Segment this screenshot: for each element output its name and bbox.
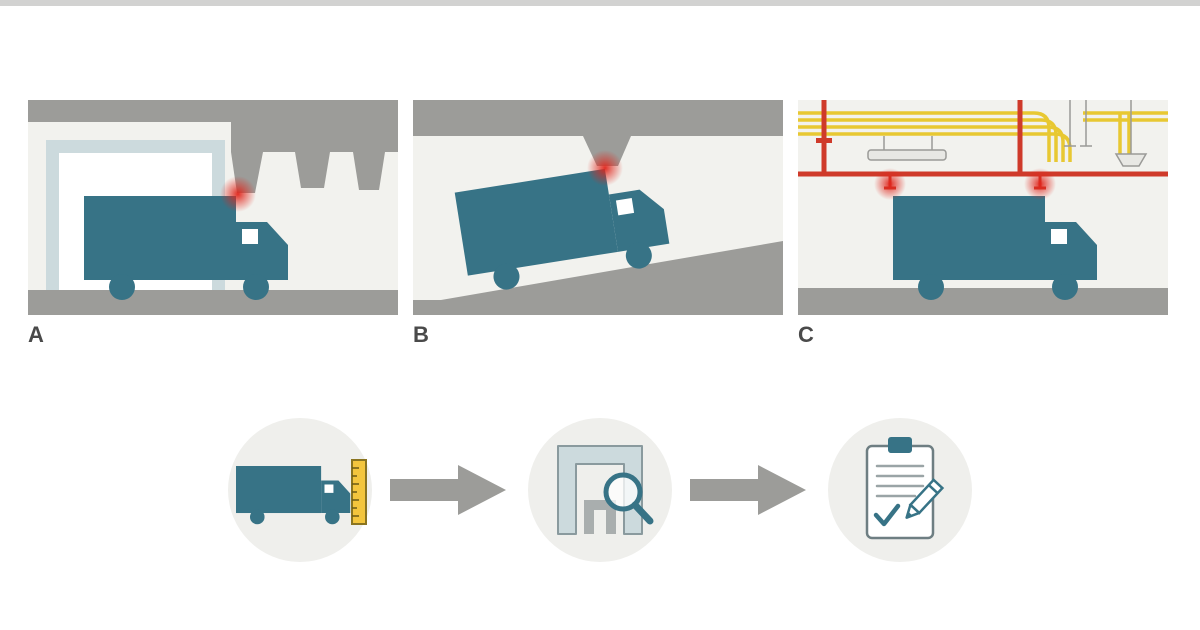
clearance-checklist-icon: [828, 418, 972, 562]
panel-c: C: [798, 100, 1168, 348]
ground: [28, 290, 398, 315]
flow-arrow-1: [390, 460, 510, 520]
icon-circle: [528, 418, 672, 562]
hanger-rods: [883, 100, 1132, 154]
panel-b-illustration: [413, 100, 783, 315]
ceiling-band: [413, 100, 783, 136]
panel-b: B: [413, 100, 783, 348]
flow-step-inspect: [520, 410, 680, 570]
panel-c-illustration: [798, 100, 1168, 315]
top-border: [0, 0, 1200, 6]
red-pipe-main: [798, 100, 1168, 177]
pipe-valve-icon: [816, 138, 832, 143]
collision-glow-icon: [220, 176, 256, 212]
checklist-lines: [875, 464, 925, 498]
yellow-conduits: [798, 111, 1168, 162]
ramp: [413, 241, 783, 315]
magnifier-icon: [603, 472, 654, 525]
fluorescent-light-icon: [867, 149, 947, 161]
ceiling-band: [28, 100, 234, 122]
flow-step-checklist: [820, 410, 980, 570]
panel-a-label: A: [28, 322, 45, 347]
right-arrow-icon: [390, 465, 506, 515]
panel-c-label: C: [798, 322, 815, 347]
measure-truck-height-icon: [228, 418, 372, 562]
collision-glow-icon: [587, 150, 623, 186]
hazard-panels-row: A B: [28, 100, 1168, 348]
ground: [798, 288, 1168, 315]
pencil-icon: [905, 478, 945, 519]
ceiling-teeth: [231, 100, 398, 193]
panel-a-illustration: [28, 100, 398, 315]
flow-step-measure: [220, 410, 380, 570]
collision-glow-icon: [874, 168, 906, 200]
collision-glow-icon: [1024, 168, 1056, 200]
flow-arrow-2: [690, 460, 810, 520]
clipboard-clip: [888, 437, 912, 453]
ruler-icon: [351, 459, 367, 525]
right-arrow-icon: [690, 465, 806, 515]
pendant-light-icon: [1114, 153, 1148, 167]
process-flow: [220, 410, 980, 570]
panel-a: A: [28, 100, 398, 348]
inner-door-icon: [584, 500, 616, 534]
panel-b-label: B: [413, 322, 430, 347]
checkmark-icon: [873, 503, 901, 527]
inspect-doorway-clearance-icon: [528, 418, 672, 562]
